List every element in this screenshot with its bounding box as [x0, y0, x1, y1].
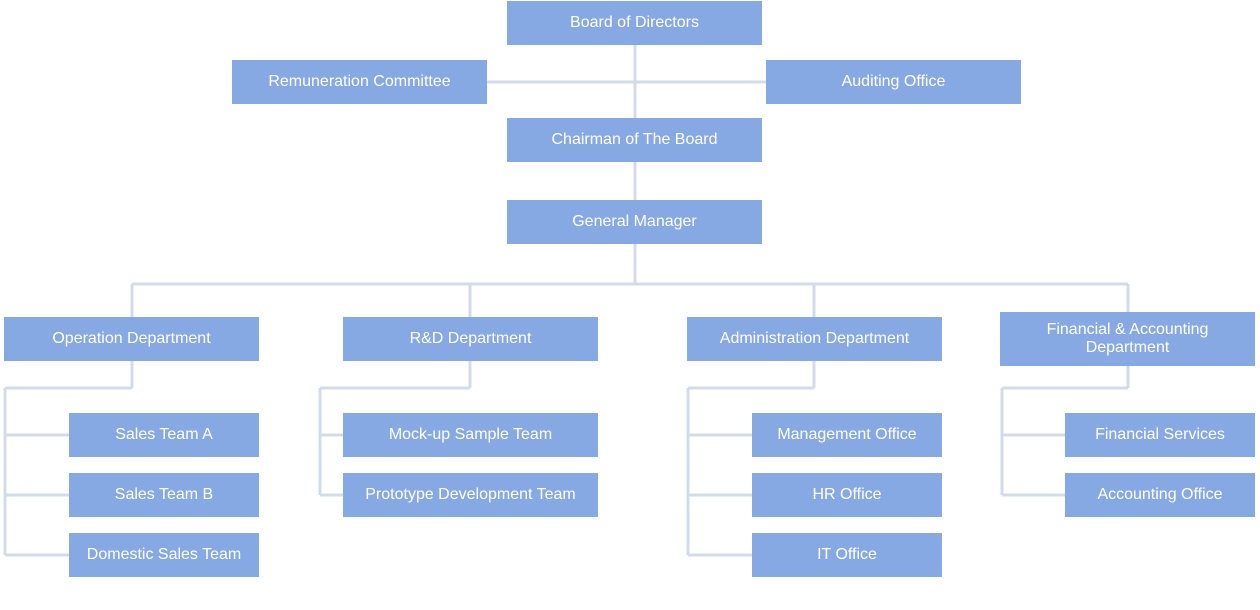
administration-department-node: Administration Department: [687, 317, 942, 361]
hr-office-node: HR Office: [752, 473, 942, 517]
general-manager-node: General Manager: [507, 200, 762, 244]
financial-services-node: Financial Services: [1065, 413, 1255, 457]
prototype-development-team-node: Prototype Development Team: [343, 473, 598, 517]
it-office-node: IT Office: [752, 533, 942, 577]
auditing-office-node: Auditing Office: [766, 60, 1021, 104]
mockup-sample-team-node: Mock-up Sample Team: [343, 413, 598, 457]
financial-accounting-department-node: Financial & Accounting Department: [1000, 312, 1255, 366]
board-of-directors-node: Board of Directors: [507, 1, 762, 45]
operation-department-node: Operation Department: [4, 317, 259, 361]
domestic-sales-team-node: Domestic Sales Team: [69, 533, 259, 577]
rd-department-node: R&D Department: [343, 317, 598, 361]
sales-team-a-node: Sales Team A: [69, 413, 259, 457]
remuneration-committee-node: Remuneration Committee: [232, 60, 487, 104]
accounting-office-node: Accounting Office: [1065, 473, 1255, 517]
sales-team-b-node: Sales Team B: [69, 473, 259, 517]
chairman-node: Chairman of The Board: [507, 118, 762, 162]
management-office-node: Management Office: [752, 413, 942, 457]
